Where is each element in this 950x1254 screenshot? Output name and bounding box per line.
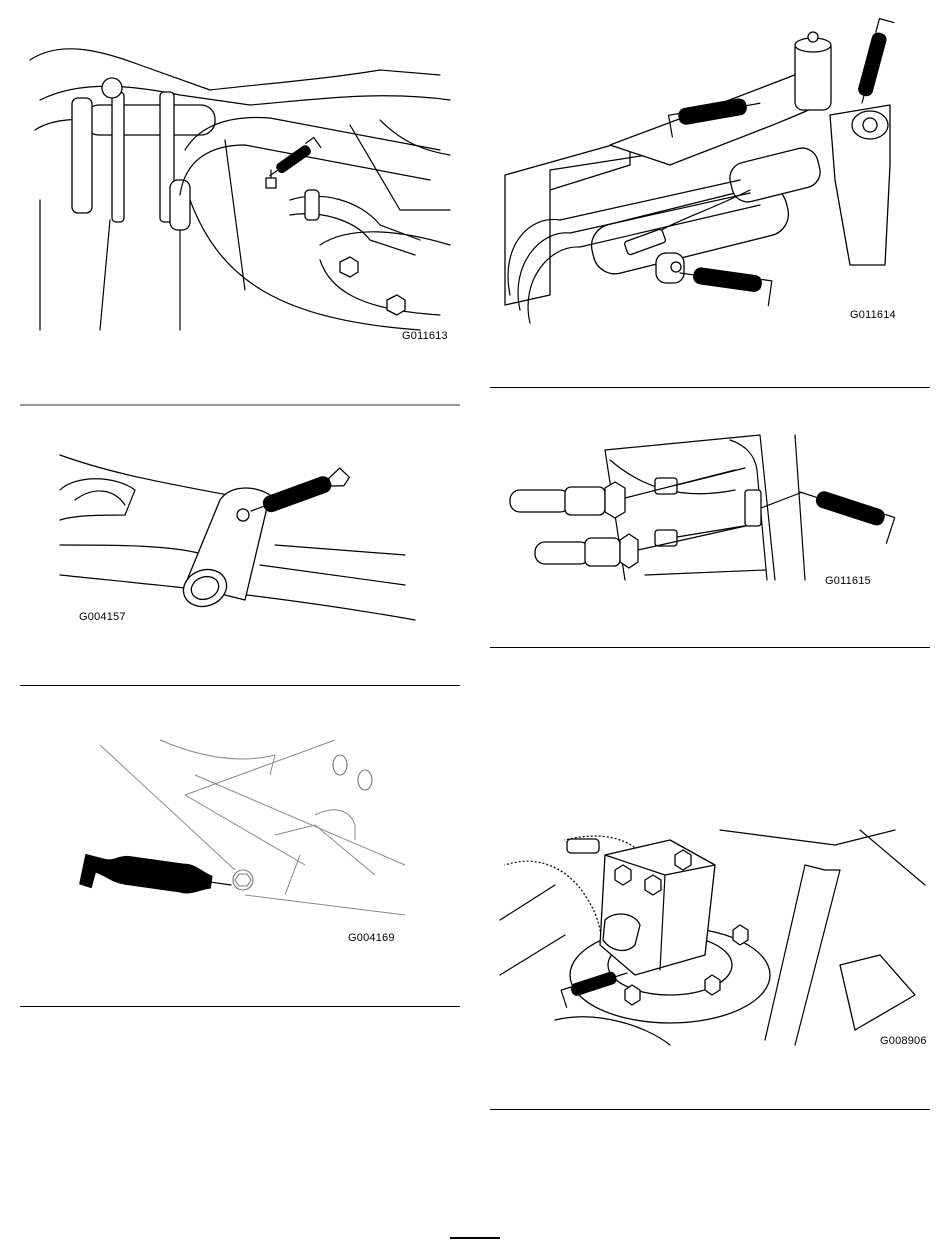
figure-6-drawing: G008906: [495, 825, 925, 1050]
section-divider: [20, 1006, 460, 1007]
figure-3-drawing: G004157: [55, 445, 425, 635]
figure-4-drawing: G011615: [505, 430, 915, 590]
section-divider: [490, 647, 930, 648]
figure-code: G004157: [79, 611, 126, 623]
figure-code: G011614: [850, 309, 896, 321]
figure-5-drawing: G004169: [75, 735, 415, 950]
figure-code: G011613: [402, 330, 448, 342]
section-divider: [20, 685, 460, 686]
figure-code: G004169: [348, 932, 395, 944]
section-divider: [490, 387, 930, 388]
figure-code: G008906: [880, 1035, 927, 1047]
section-divider: [20, 404, 460, 406]
figure-code: G011615: [825, 575, 871, 587]
page-number-rule: [450, 1237, 500, 1239]
section-divider: [490, 1109, 930, 1110]
figure-1-drawing: G011613: [20, 30, 460, 350]
figure-2-drawing: G011614: [490, 5, 930, 335]
